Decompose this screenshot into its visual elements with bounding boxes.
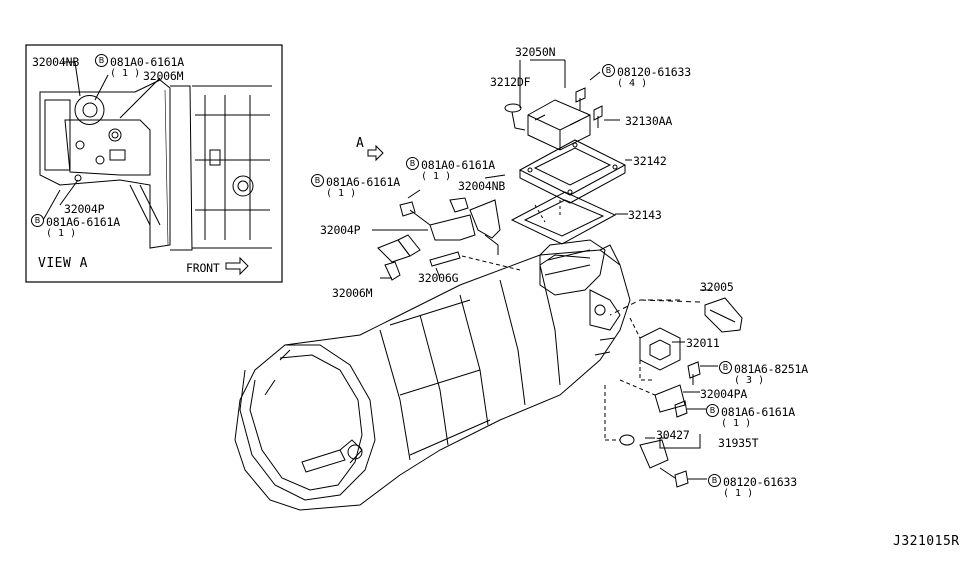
label-32004nb-main: 32004NB (458, 179, 506, 193)
bolt-badge-icon: B (31, 214, 44, 227)
label-30427: 30427 (656, 428, 690, 442)
label-32011: 32011 (686, 336, 720, 350)
diagram-code: J321015R (893, 534, 960, 549)
label-32006m-main: 32006M (332, 286, 373, 300)
bolt-badge-icon: B (706, 404, 719, 417)
view-a-arrow-icon (367, 144, 384, 162)
label-32004p-inset: 32004P (64, 202, 105, 216)
label-32143: 32143 (628, 208, 662, 222)
front-label: FRONT (186, 261, 220, 275)
label-32050n: 32050N (515, 45, 556, 59)
label-32005: 32005 (700, 280, 734, 294)
label-081a6-right: 081A6-6161A (721, 405, 795, 419)
view-a-arrow-label: A (356, 136, 365, 151)
bolt-badge-icon: B (602, 64, 615, 77)
label-31935t: 31935T (718, 436, 759, 450)
bolt-badge-icon: B (708, 474, 721, 487)
control-unit-32050n (527, 99, 591, 151)
label-081a0-main: 081A0-6161A (421, 158, 495, 172)
view-a-inset (25, 44, 283, 283)
view-a-title: VIEW A (38, 256, 88, 271)
bolt-badge-icon: B (406, 157, 419, 170)
label-32004pa: 32004PA (700, 387, 748, 401)
qty-081a0-inset: ( 1 ) (110, 68, 141, 79)
qty-081a6-inset: ( 1 ) (46, 228, 77, 239)
label-081a6-main: 081A6-6161A (326, 175, 400, 189)
qty-081a6-main: ( 1 ) (326, 188, 357, 199)
cover-32142 (518, 139, 627, 204)
qty-08120-top: ( 4 ) (617, 78, 648, 89)
label-081a6-inset: 081A6-6161A (46, 215, 120, 229)
qty-081a6-8251a: ( 3 ) (734, 375, 765, 386)
bolt-badge-icon: B (311, 174, 324, 187)
label-32004nb-inset: 32004NB (32, 55, 80, 69)
bolt-badge-icon: B (719, 361, 732, 374)
qty-081a6-right: ( 1 ) (721, 418, 752, 429)
label-081a0-inset: 081A0-6161A (110, 55, 184, 69)
label-08120-top: 08120-61633 (617, 65, 691, 79)
qty-081a0-main: ( 1 ) (421, 171, 452, 182)
label-08120-bottom: 08120-61633 (723, 475, 797, 489)
label-32006m-inset: 32006M (143, 69, 184, 83)
gasket-32143 (510, 191, 617, 245)
label-32006g: 32006G (418, 271, 459, 285)
label-081a6-8251a: 081A6-8251A (734, 362, 808, 376)
qty-08120-bottom: ( 1 ) (723, 488, 754, 499)
label-3212df: 3212DF (490, 75, 531, 89)
label-32130aa: 32130AA (625, 114, 673, 128)
transmission-case (234, 239, 631, 511)
bolt-badge-icon: B (95, 54, 108, 67)
label-32004p-main: 32004P (320, 223, 361, 237)
label-32142: 32142 (633, 154, 667, 168)
